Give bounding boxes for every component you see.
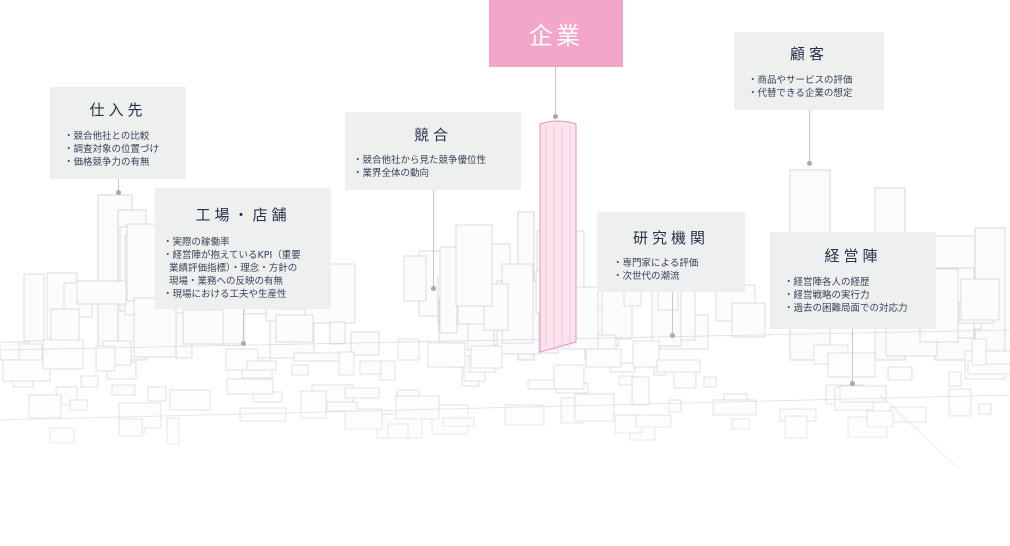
card-research-title: 研究機関 — [632, 229, 709, 247]
building-outline — [182, 309, 224, 345]
building-outline — [329, 321, 346, 345]
leader-line-company — [555, 67, 556, 117]
building-outline — [344, 387, 380, 399]
card-factory: 工場・店舗 実際の稼働率 経営陣が抱えているKPI（重要 業績評価指標）・理念・… — [155, 188, 331, 309]
building-outline — [2, 359, 51, 382]
leader-dot-management — [850, 381, 855, 386]
building-outline — [439, 246, 458, 334]
leader-dot-factory — [241, 341, 246, 346]
building-outline — [147, 386, 167, 402]
building-outline — [703, 376, 717, 388]
building-outline — [226, 378, 274, 395]
building-outline — [553, 364, 585, 390]
card-suppliers-item: 競合他社との比較 — [70, 130, 186, 143]
leader-dot-company — [553, 114, 558, 119]
building-outline — [76, 280, 127, 305]
card-factory-item: 実際の稼働率 — [169, 236, 331, 249]
leader-line-management — [852, 329, 853, 383]
card-research: 研究機関 専門家による評価 次世代の潮流 — [597, 212, 745, 292]
building-outline — [275, 314, 314, 343]
card-competition-title: 競合 — [413, 126, 452, 144]
building-outline — [887, 366, 913, 381]
building-outline — [293, 352, 342, 362]
card-factory-item: 現場における工夫や生産性 — [169, 288, 331, 301]
card-research-item: 専門家による評価 — [619, 257, 745, 270]
card-suppliers: 仕入先 競合他社との比較 調査対象の位置づけ 価格競争力の有無 — [50, 87, 186, 179]
building-outline — [455, 224, 493, 307]
building-outline — [379, 360, 396, 381]
leader-line-research — [672, 292, 673, 334]
card-factory-title: 工場・店舗 — [195, 206, 291, 224]
company-tower — [539, 120, 577, 353]
card-competition: 競合 競合他社から見た競争優位性 業界全体の動向 — [345, 112, 521, 190]
card-management: 経営陣 経営陣各人の経歴 経営戦略の実行力 過去の困難局面での対応力 — [770, 232, 936, 329]
building-outline — [397, 338, 420, 361]
building-outline — [731, 302, 766, 338]
building-outline — [0, 329, 1010, 351]
building-outline — [632, 340, 660, 368]
card-suppliers-item: 価格競争力の有無 — [70, 156, 186, 169]
leader-line-factory — [243, 309, 244, 343]
card-customers-item: 商品やサービスの評価 — [754, 74, 884, 87]
leader-line-suppliers — [118, 179, 119, 191]
building-outline — [291, 364, 309, 376]
leader-line-customers — [809, 110, 810, 162]
building-outline — [427, 342, 466, 368]
card-suppliers-item: 調査対象の位置づけ — [70, 143, 186, 156]
card-management-title: 経営陣 — [824, 247, 882, 265]
building-outline — [827, 352, 876, 378]
building-outline — [246, 360, 277, 371]
leader-line-competition — [433, 190, 434, 288]
building-outline — [95, 345, 116, 372]
building-outline — [585, 348, 622, 368]
building-outline — [359, 360, 382, 375]
building-outline — [23, 273, 45, 342]
building-outline — [111, 384, 136, 396]
ground-fade — [0, 400, 1010, 546]
building-outline — [470, 345, 503, 369]
building-outline — [403, 255, 427, 302]
building-outline — [971, 338, 987, 366]
center-card-title: 企業 — [529, 22, 583, 50]
building-outline — [839, 385, 887, 403]
leader-dot-customers — [807, 161, 812, 166]
building-outline — [656, 359, 701, 373]
card-customers-item: 代替できる企業の想定 — [754, 87, 884, 100]
card-management-item: 経営戦略の実行力 — [790, 289, 936, 302]
building-outline — [948, 371, 962, 387]
card-management-item: 経営陣各人の経歴 — [790, 276, 936, 289]
card-research-item: 次世代の潮流 — [619, 270, 745, 283]
building-outline — [80, 375, 99, 388]
card-management-item: 過去の困難局面での対応力 — [790, 302, 936, 315]
building-outline — [338, 351, 355, 376]
card-competition-item: 競合他社から見た競争優位性 — [359, 154, 521, 167]
building-outline — [609, 362, 636, 373]
card-factory-item: 経営陣が抱えているKPI（重要 業績評価指標）・理念・方針の 現場・業務への反映… — [169, 249, 331, 288]
leader-dot-competition — [431, 286, 436, 291]
card-customers: 顧客 商品やサービスの評価 代替できる企業の想定 — [734, 32, 884, 110]
card-competition-item: 業界全体の動向 — [359, 167, 521, 180]
building-outline — [960, 278, 1000, 321]
building-outline — [42, 339, 84, 370]
leader-dot-research — [670, 333, 675, 338]
card-suppliers-title: 仕入先 — [89, 101, 147, 119]
center-card-company: 企業 — [489, 0, 623, 67]
building-outline — [350, 331, 380, 356]
leader-dot-suppliers — [116, 190, 121, 195]
card-customers-title: 顧客 — [789, 45, 828, 63]
